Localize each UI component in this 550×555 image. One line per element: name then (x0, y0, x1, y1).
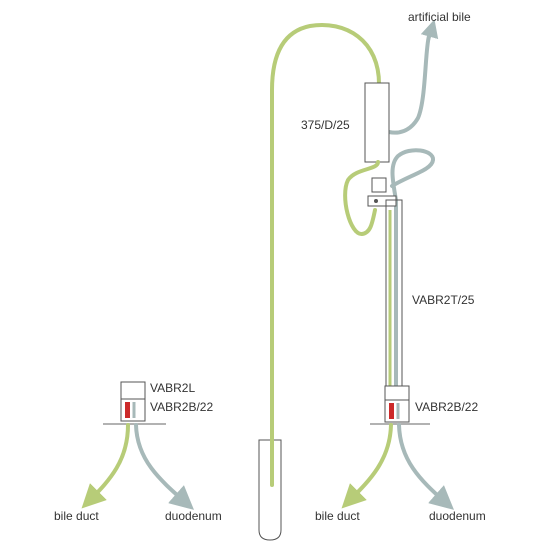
label-duodenum-right: duodenum (429, 509, 486, 523)
gray-loop-tube (390, 148, 435, 392)
pump-375-block (364, 82, 390, 163)
left-duodenum-tube (134, 423, 195, 510)
right-vabr2b-assembly (370, 385, 430, 425)
right-bile-duct-tube (341, 423, 393, 509)
long-bile-tube (270, 23, 382, 472)
right-duodenum-tube (397, 423, 455, 510)
label-vabr2t: VABR2T/25 (412, 293, 475, 307)
label-vabr2l: VABR2L (150, 381, 195, 395)
label-artificial-bile: artificial bile (408, 10, 471, 24)
left-vabr2-assembly (103, 381, 166, 425)
left-bile-duct-tube (81, 423, 130, 509)
label-vabr2b-left: VABR2B/22 (150, 400, 213, 414)
arrow-up-right-icon (420, 19, 439, 43)
label-375: 375/D/25 (301, 118, 350, 132)
sample-vial (258, 438, 282, 541)
label-duodenum-left: duodenum (165, 509, 222, 523)
label-bile-duct-right: bile duct (315, 509, 360, 523)
artificial-bile-tube (387, 34, 431, 135)
green-loop-tube (343, 160, 380, 236)
label-vabr2b-right: VABR2B/22 (415, 400, 478, 414)
valve-clamp (367, 177, 397, 207)
label-bile-duct-left: bile duct (54, 509, 99, 523)
